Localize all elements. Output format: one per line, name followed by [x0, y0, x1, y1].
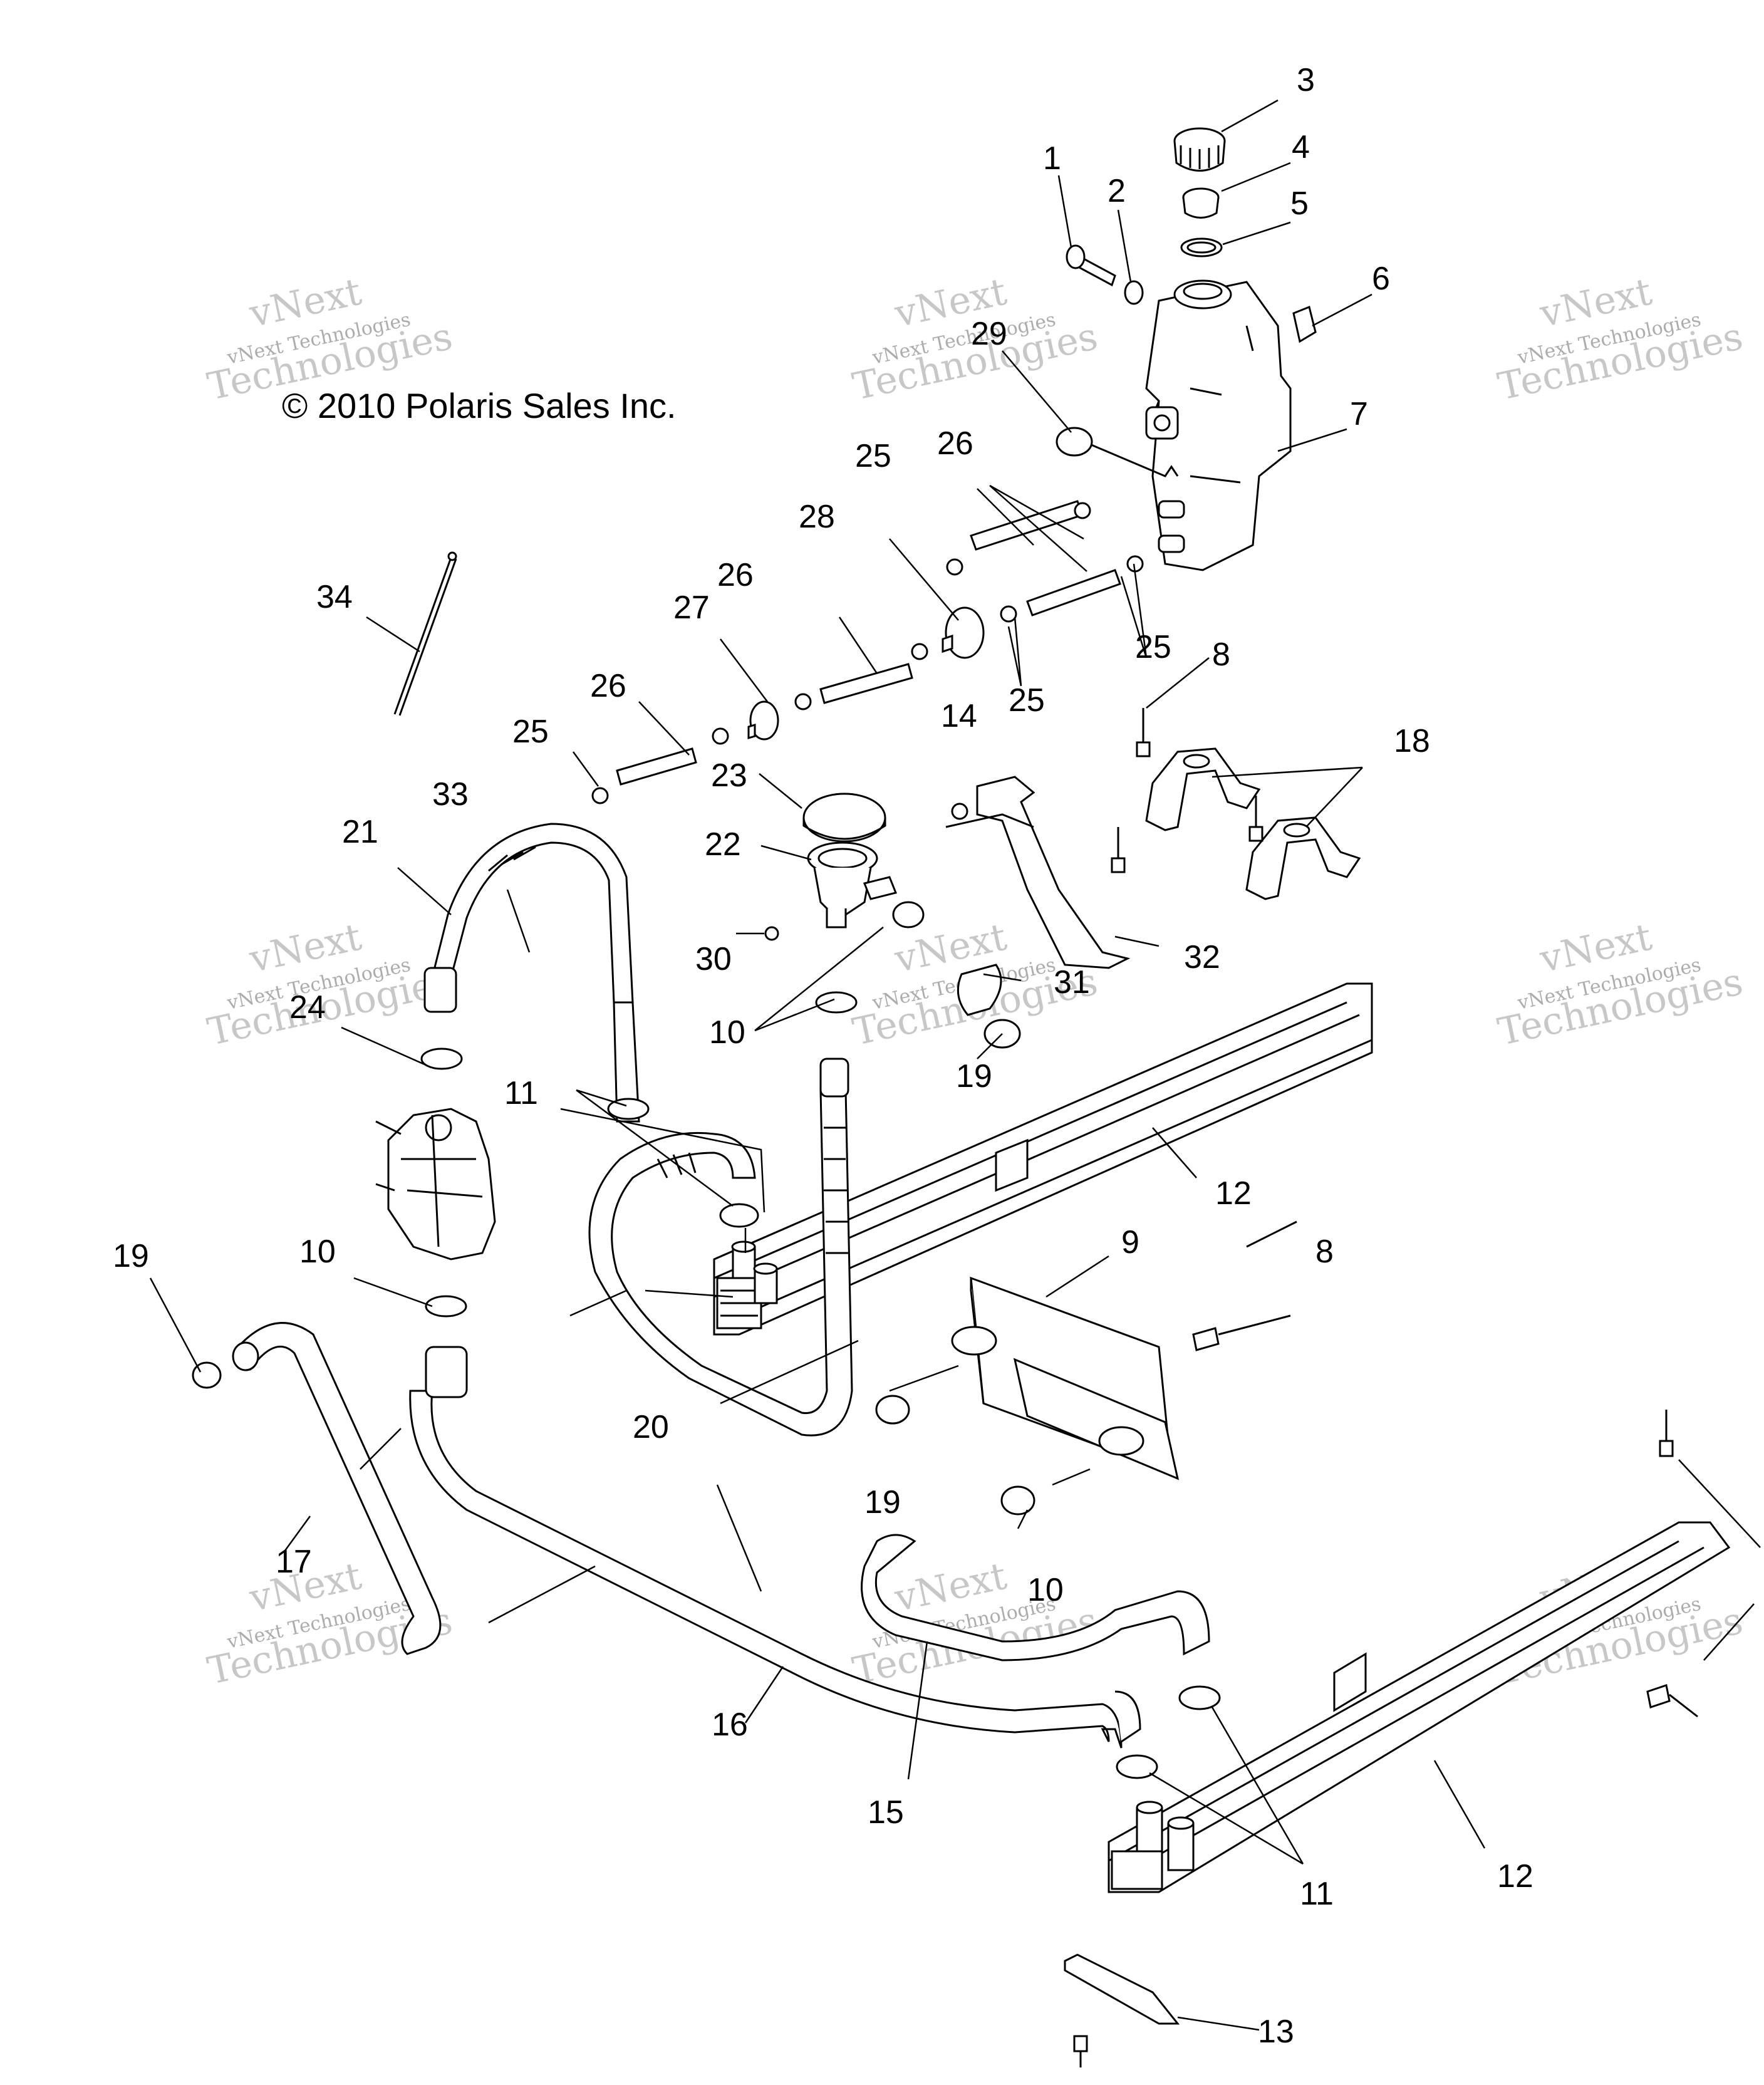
leader-lines: [149, 99, 1761, 2031]
callout-3: 3: [1297, 62, 1315, 98]
callout-12b: 12: [1497, 1858, 1533, 1895]
cap-seal: [1182, 187, 1220, 219]
upper-hoses: [591, 500, 1144, 804]
callout-13: 13: [1258, 2014, 1294, 2050]
callout-10b: 10: [709, 1014, 745, 1051]
hose-16: [409, 1346, 1141, 1749]
washer: [1124, 280, 1144, 305]
parts: [192, 127, 1731, 2067]
callout-23: 23: [711, 757, 747, 794]
callout-15: 15: [868, 1794, 904, 1831]
fitting-27: [747, 700, 779, 741]
clip: [1292, 305, 1317, 343]
reservoir-cap: [1173, 127, 1226, 172]
callout-11b: 11: [1300, 1876, 1334, 1912]
heat-exchanger-lower: [1108, 1521, 1731, 1893]
hose-21-33: [423, 823, 634, 1013]
filler-cap-23: [802, 793, 886, 843]
callout-10: 10: [299, 1234, 336, 1270]
callout-25b: 25: [855, 438, 891, 474]
hose-straight: [613, 1001, 640, 1123]
hose-clamp-29: [1056, 427, 1179, 477]
callout-26c: 26: [937, 425, 973, 462]
callout-30: 30: [695, 941, 732, 977]
callout-4: 4: [1292, 129, 1310, 165]
screw-30: [764, 926, 779, 941]
callout-numbers: 1 2 3 4 5 6 7 8 8 9 10 10 10 11 11 12 12…: [113, 62, 1533, 2050]
callout-34: 34: [316, 579, 353, 615]
callout-12: 12: [1215, 1175, 1252, 1212]
callout-10c: 10: [1027, 1572, 1064, 1608]
bracket-32: [945, 776, 1131, 969]
callout-14: 14: [941, 698, 977, 734]
callout-5: 5: [1290, 185, 1309, 222]
hose-15: [861, 1534, 1210, 1661]
callout-9: 9: [1121, 1224, 1139, 1261]
callout-27: 27: [673, 590, 710, 626]
callout-28: 28: [799, 499, 835, 535]
heater-core-9: [951, 1276, 1180, 1480]
mounting-bracket-18: [1145, 747, 1361, 900]
callout-25c: 25: [1135, 629, 1171, 665]
hose-17: [232, 1322, 442, 1655]
water-pump-housing: [375, 1108, 496, 1261]
t-fitting-28: [942, 606, 985, 659]
callout-8b: 8: [1315, 1234, 1334, 1270]
callout-17: 17: [276, 1544, 312, 1580]
callout-32: 32: [1184, 939, 1220, 975]
callout-20: 20: [633, 1409, 669, 1445]
callout-24: 24: [289, 989, 326, 1026]
coolant-reservoir: [1145, 279, 1292, 571]
callout-26b: 26: [717, 557, 754, 593]
callout-16: 16: [712, 1707, 748, 1743]
callout-19b: 19: [113, 1238, 149, 1274]
filler-neck-22: [807, 841, 898, 928]
bolt: [1066, 244, 1116, 287]
callout-2: 2: [1108, 173, 1126, 209]
callout-6: 6: [1372, 261, 1390, 297]
callout-29: 29: [971, 316, 1007, 352]
callout-21: 21: [342, 814, 378, 850]
bracket-13: [1064, 1953, 1180, 2025]
callout-19: 19: [956, 1058, 992, 1094]
callout-19c: 19: [864, 1484, 901, 1521]
copyright-text: © 2010 Polaris Sales Inc.: [282, 386, 677, 425]
temp-sensor-wire: [393, 557, 452, 715]
screws-8: [1073, 708, 1698, 2067]
callout-7: 7: [1350, 396, 1368, 432]
callout-26: 26: [590, 668, 626, 704]
callout-25d: 25: [1009, 682, 1045, 719]
callout-1: 1: [1043, 140, 1061, 177]
callout-25: 25: [512, 714, 549, 750]
callout-8: 8: [1212, 637, 1230, 673]
heat-exchanger-upper: [713, 982, 1373, 1336]
callout-18: 18: [1394, 723, 1430, 759]
hose-20: [588, 1058, 853, 1437]
callout-33: 33: [432, 776, 469, 813]
callout-22: 22: [705, 826, 741, 863]
callout-31: 31: [1054, 964, 1090, 1001]
callout-11: 11: [504, 1075, 538, 1111]
